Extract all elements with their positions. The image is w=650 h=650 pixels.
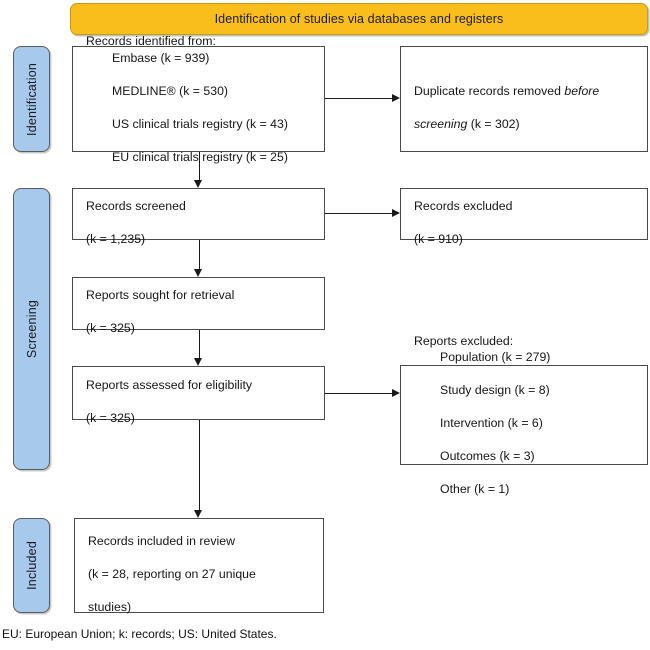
reports-assessed-line1: Reports assessed for eligibility — [86, 377, 253, 392]
records-identified-source-2: US clinical trials registry (k = 43) — [112, 116, 288, 131]
reports-excluded-heading: Reports excluded: — [414, 333, 514, 348]
box-reports-sought: Reports sought for retrieval (k = 325) — [72, 277, 325, 335]
records-identified-source-3: EU clinical trials registry (k = 25) — [112, 149, 288, 164]
arrowhead-assessed-to-included — [194, 510, 202, 518]
reports-excluded-reason-3: Outcomes (k = 3) — [440, 449, 535, 463]
arrowhead-screened-to-sought — [194, 269, 202, 277]
arrowhead-assessed-to-reports-excluded — [392, 388, 400, 397]
connector-screened-to-sought — [198, 240, 200, 269]
box-records-screened: Records screened (k = 1,235) — [72, 188, 325, 246]
stage-bar-screening: Screening — [13, 188, 50, 470]
box-reports-assessed: Reports assessed for eligibility (k = 32… — [72, 366, 325, 425]
records-identified-heading: Records identified from: — [86, 34, 216, 48]
connector-identified-to-duplicates — [325, 98, 392, 99]
connector-assessed-to-included — [198, 420, 200, 510]
box-duplicate-records-removed: Duplicate records removed before screeni… — [400, 46, 648, 152]
reports-excluded-reason-2: Intervention (k = 6) — [440, 416, 543, 430]
records-excluded-line1: Records excluded — [414, 198, 513, 213]
duplicates-line1-emphasis: before — [564, 83, 600, 98]
reports-excluded-reason-1: Study design (k = 8) — [440, 383, 550, 397]
duplicates-line2-text: (k = 302) — [467, 116, 520, 131]
box-records-identified: Records identified from: Embase (k = 939… — [72, 34, 325, 164]
connector-sought-to-assessed — [198, 330, 200, 358]
records-included-line2: (k = 28, reporting on 27 unique — [88, 566, 256, 581]
box-records-included: Records included in review (k = 28, repo… — [74, 518, 324, 614]
duplicates-line1-text: Duplicate records removed — [414, 83, 565, 98]
stage-label-identification: Identification — [24, 62, 39, 136]
records-identified-source-1: MEDLINE® (k = 530) — [112, 83, 229, 98]
reports-assessed-line2: (k = 325) — [86, 410, 135, 425]
reports-sought-line1: Reports sought for retrieval — [86, 288, 235, 302]
arrowhead-identified-to-screened — [194, 180, 202, 188]
arrowhead-screened-to-excluded — [392, 208, 400, 217]
arrowhead-sought-to-assessed — [194, 358, 202, 366]
reports-excluded-reason-4: Other (k = 1) — [440, 482, 510, 496]
arrowhead-identified-to-duplicates — [392, 93, 400, 102]
records-identified-source-0: Embase (k = 939) — [112, 50, 210, 65]
reports-excluded-reason-0: Population (k = 279) — [440, 350, 551, 364]
records-excluded-line2: (k = 910) — [414, 231, 463, 246]
records-included-line1: Records included in review — [88, 533, 235, 548]
records-included-line3: studies) — [88, 599, 132, 614]
identification-banner: Identification of studies via databases … — [70, 3, 648, 35]
stage-bar-identification: Identification — [13, 46, 50, 152]
abbreviations-footnote: EU: European Union; k: records; US: Unit… — [2, 627, 277, 641]
duplicates-line2-emphasis: screening — [414, 116, 468, 131]
stage-bar-included: Included — [13, 518, 50, 613]
banner-title: Identification of studies via databases … — [214, 12, 504, 26]
box-records-excluded: Records excluded (k = 910) — [400, 188, 648, 246]
stage-label-included: Included — [24, 541, 39, 590]
connector-assessed-to-reports-excluded — [325, 393, 392, 394]
reports-sought-line2: (k = 325) — [86, 321, 135, 335]
records-screened-line2: (k = 1,235) — [86, 231, 146, 246]
connector-screened-to-excluded — [325, 213, 392, 214]
stage-label-screening: Screening — [24, 299, 39, 359]
connector-identified-to-screened — [198, 152, 200, 180]
box-reports-excluded: Reports excluded: Population (k = 279) S… — [400, 334, 648, 496]
records-screened-line1: Records screened — [86, 198, 186, 213]
